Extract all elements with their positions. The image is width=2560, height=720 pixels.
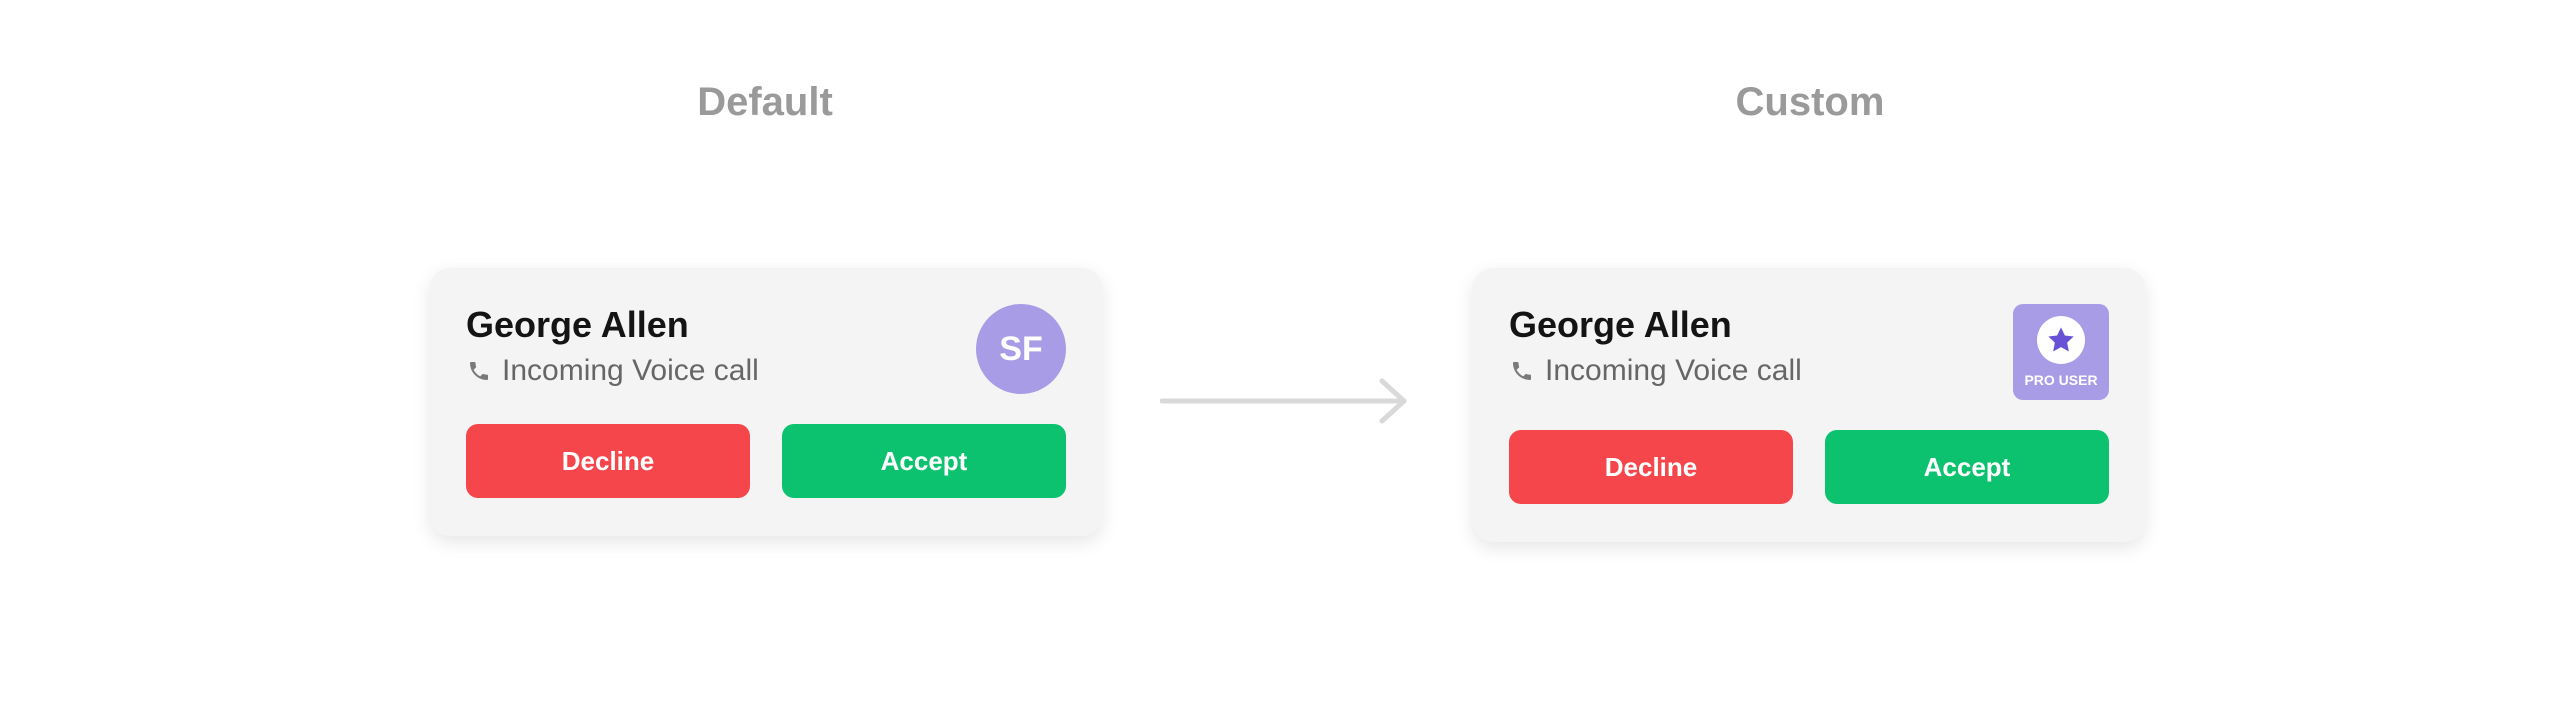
avatar: SF: [976, 304, 1066, 394]
decline-button[interactable]: Decline: [1509, 430, 1793, 504]
pro-user-badge: PRO USER: [2013, 304, 2109, 400]
phone-icon: [1509, 358, 1535, 384]
call-status: Incoming Voice call: [466, 354, 759, 388]
accept-button[interactable]: Accept: [782, 424, 1066, 498]
section-title-default: Default: [697, 80, 833, 124]
call-status-text: Incoming Voice call: [1545, 354, 1802, 387]
phone-icon: [466, 358, 492, 384]
incoming-call-card-custom: George Allen Incoming Voice call PRO USE…: [1473, 268, 2145, 542]
accept-button[interactable]: Accept: [1825, 430, 2109, 504]
caller-name: George Allen: [1509, 304, 1732, 345]
call-status: Incoming Voice call: [1509, 354, 1802, 388]
pro-user-label: PRO USER: [2024, 372, 2098, 388]
decline-button[interactable]: Decline: [466, 424, 750, 498]
caller-name: George Allen: [466, 304, 689, 345]
arrow-right-icon: [1160, 378, 1407, 424]
section-title-custom: Custom: [1735, 80, 1885, 124]
star-icon: [2037, 316, 2085, 364]
incoming-call-card-default: George Allen Incoming Voice call SF Decl…: [430, 268, 1102, 536]
call-status-text: Incoming Voice call: [502, 354, 759, 387]
